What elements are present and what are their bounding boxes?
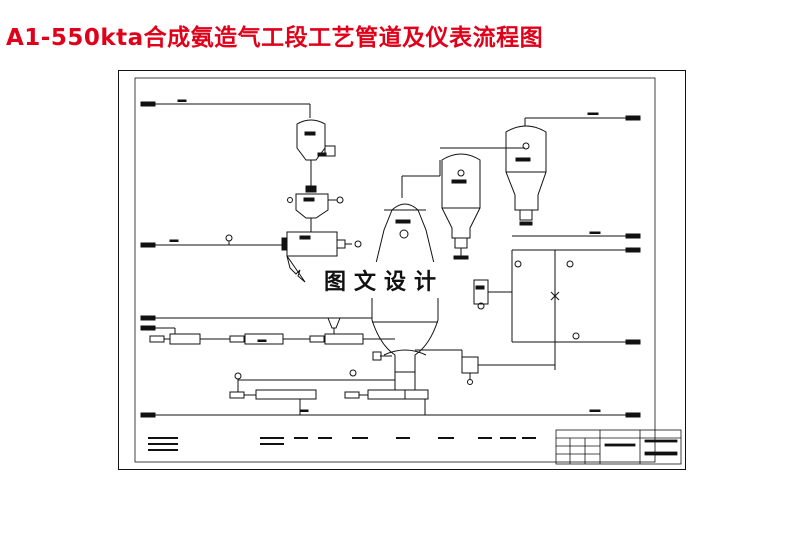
exchanger-row [149,317,395,345]
separator-lower [415,349,555,385]
outlet-arrow-3 [512,247,641,253]
outlet-arrow-1 [625,115,641,121]
vessel-horizontal-1 [225,231,362,283]
vessel-mid-right [439,147,490,260]
vessel-top-right [490,117,628,226]
pump-row [229,369,429,415]
outlet-arrow-5 [625,412,641,418]
vessel-feeder [287,185,344,232]
inlet-arrow-2 [140,242,285,248]
exchanger-right [473,279,512,310]
watermark: 图文设计 [318,262,451,298]
notes-row [148,437,536,451]
title-block [555,429,682,465]
inlet-arrow-5 [140,412,628,418]
inlet-arrow-3 [140,315,340,321]
inner-border [134,77,656,463]
vessel-top-left [296,119,336,188]
inlet-arrow-1 [140,101,300,107]
outlet-arrow-4 [512,339,641,345]
inlet-arrow-4 [140,325,175,331]
drawing-frame [118,70,686,470]
outlet-arrow-2 [512,233,641,239]
page-title: A1-550kta合成氨造气工段工艺管道及仪表流程图 [6,25,544,51]
